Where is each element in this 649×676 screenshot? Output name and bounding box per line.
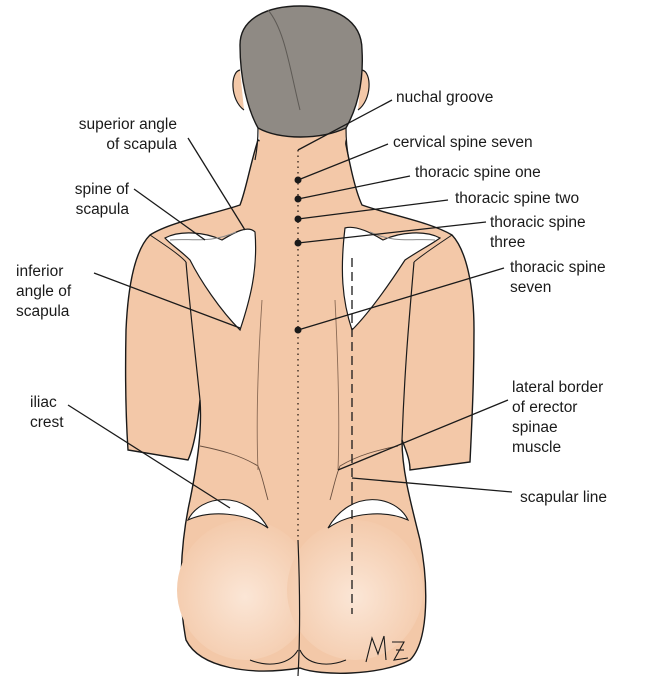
label-lateral-border-line4: muscle [512,438,603,458]
label-spine-of-scapula-line1: spine of [75,180,129,200]
label-cervical-spine-seven: cervical spine seven [393,133,533,153]
label-thoracic-spine-seven: thoracic spine seven [510,258,606,298]
hair [240,6,362,137]
label-inferior-angle-line1: inferior [16,262,71,282]
label-superior-angle-line2: of scapula [79,135,177,155]
label-cervical-spine-seven-text: cervical spine seven [393,133,533,153]
label-spine-of-scapula-line2: scapula [75,200,129,220]
label-lateral-border-line3: spinae [512,418,603,438]
label-thoracic-spine-three-line1: thoracic spine [490,213,586,233]
right-buttock [287,520,423,660]
label-thoracic-spine-seven-line1: thoracic spine [510,258,606,278]
label-thoracic-spine-one-text: thoracic spine one [415,163,541,183]
label-scapular-line-text: scapular line [520,488,607,508]
label-thoracic-spine-two-text: thoracic spine two [455,189,579,209]
label-thoracic-spine-three-line2: three [490,233,586,253]
label-iliac-crest-line1: iliac [30,393,64,413]
label-thoracic-spine-seven-line2: seven [510,278,606,298]
label-thoracic-spine-one: thoracic spine one [415,163,541,183]
label-superior-angle-line1: superior angle [79,115,177,135]
label-thoracic-spine-three: thoracic spine three [490,213,586,253]
label-superior-angle: superior angle of scapula [79,115,177,155]
label-spine-of-scapula: spine of scapula [75,180,129,220]
label-iliac-crest-line2: crest [30,413,64,433]
label-lateral-border-line1: lateral border [512,378,603,398]
label-scapular-line: scapular line [520,488,607,508]
label-lateral-border-line2: of erector [512,398,603,418]
label-thoracic-spine-two: thoracic spine two [455,189,579,209]
label-inferior-angle-line3: scapula [16,302,71,322]
label-nuchal-groove-text: nuchal groove [396,88,493,108]
label-inferior-angle-line2: angle of [16,282,71,302]
label-inferior-angle: inferior angle of scapula [16,262,71,322]
label-iliac-crest: iliac crest [30,393,64,433]
label-lateral-border: lateral border of erector spinae muscle [512,378,603,458]
label-nuchal-groove: nuchal groove [396,88,493,108]
